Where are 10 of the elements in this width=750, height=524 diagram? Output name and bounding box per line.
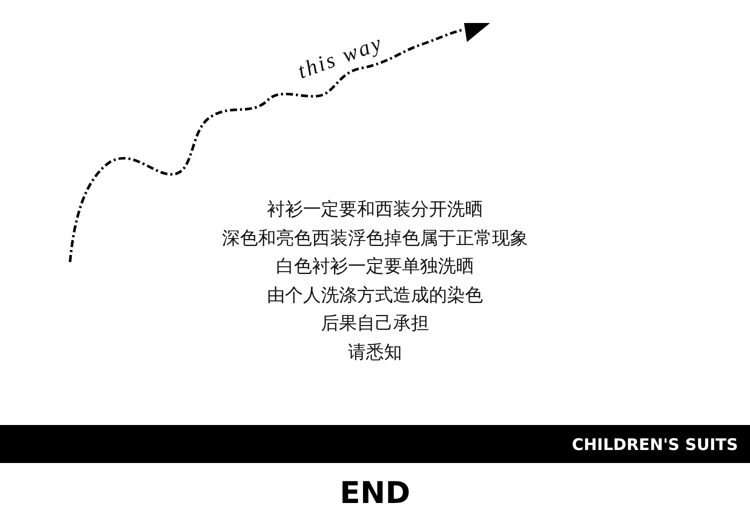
notice-text: 衬衫一定要和西装分开洗晒 (267, 198, 483, 222)
notice-text: 白色衬衫一定要单独洗晒 (276, 255, 474, 280)
end-heading: END (338, 476, 412, 511)
notice-text: 请悉知 (348, 340, 402, 365)
notice-text: 后果自己承担 (321, 312, 429, 336)
handwritten-note: this way (294, 30, 386, 84)
title-band (0, 425, 750, 463)
notice-text: 深色和亮色西装浮色掉色属于正常现象 (222, 226, 528, 251)
band-title: CHILDREN'S SUITS (572, 434, 738, 454)
notice-text: 由个人洗涤方式造成的染色 (267, 284, 483, 308)
